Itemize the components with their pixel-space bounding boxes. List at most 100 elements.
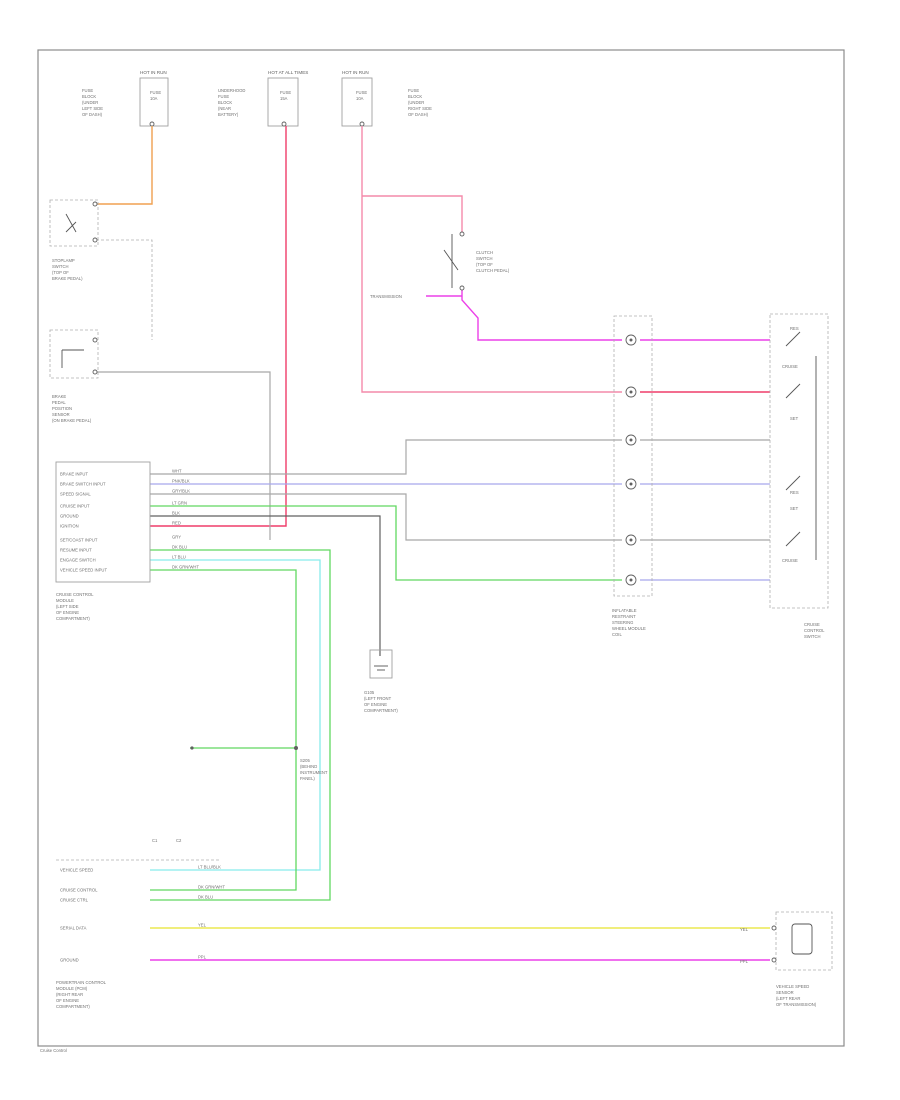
diagram-frame xyxy=(37,49,845,1047)
pcm-wire-label: LT BLU/BLK xyxy=(198,865,221,870)
svg-text:SENSOR: SENSOR xyxy=(52,412,70,417)
svg-text:(LEFT SIDE: (LEFT SIDE xyxy=(56,604,79,609)
module-pin-label: RESUME INPUT xyxy=(60,548,92,553)
ground-graphic: G105 (LEFT FRONT OF ENGINE COMPARTMENT) xyxy=(364,649,398,713)
wire-black-ground xyxy=(150,515,381,656)
svg-text:OF ENGINE: OF ENGINE xyxy=(56,610,79,615)
pcm-wire-label: PPL xyxy=(198,955,207,960)
svg-text:RESTRAINT: RESTRAINT xyxy=(612,614,636,619)
wire-pink-brake xyxy=(361,126,622,393)
module-wire-label: WHT xyxy=(172,469,182,474)
svg-text:OF DASH): OF DASH) xyxy=(408,112,429,117)
svg-text:COIL: COIL xyxy=(612,632,622,637)
svg-text:POWERTRAIN CONTROL: POWERTRAIN CONTROL xyxy=(56,980,107,985)
svg-text:YEL: YEL xyxy=(740,927,749,932)
svg-text:POSITION: POSITION xyxy=(52,406,72,411)
svg-text:FUSE: FUSE xyxy=(218,94,229,99)
svg-text:PEDAL: PEDAL xyxy=(52,400,66,405)
wire-gray-brakeswitch xyxy=(96,371,271,540)
fuse-block-center: HOT AT ALL TIMES FUSE 15A UNDERHOOD FUSE… xyxy=(218,70,308,127)
switch-position-label: RES xyxy=(790,326,799,331)
vehicle-speed-sensor: YEL PPL VEHICLE SPEED SENSOR (LEFT REAR … xyxy=(740,911,833,1007)
splice-label: S205 (BEHIND INSTRUMENT PANEL) xyxy=(300,758,328,781)
wire-green2-pcm xyxy=(150,569,297,891)
fuse-block-left: HOT IN RUN FUSE 10A FUSE BLOCK (UNDER LE… xyxy=(82,70,169,127)
module-wire-label: DK GRN/WHT xyxy=(172,565,199,570)
fuse-box-center-line: UNDERHOOD xyxy=(218,88,245,93)
svg-text:(BEHIND: (BEHIND xyxy=(300,764,317,769)
module-wire-label: RED xyxy=(172,521,181,526)
svg-text:10A: 10A xyxy=(150,96,158,101)
fuse-block-right: HOT IN RUN FUSE 10A FUSE BLOCK (UNDER RI… xyxy=(341,70,432,127)
brake-pedal-sensor-graphic: BRAKE PEDAL POSITION SENSOR (ON BRAKE PE… xyxy=(49,329,99,423)
clutch-switch-graphic: CLUTCH SWITCH (TOP OF CLUTCH PEDAL) TRAN… xyxy=(370,231,510,299)
svg-text:LEFT SIDE: LEFT SIDE xyxy=(82,106,103,111)
svg-text:(UNDER: (UNDER xyxy=(82,100,98,105)
fuse-box-left-line: FUSE xyxy=(82,88,93,93)
module-pin-label: CRUISE INPUT xyxy=(60,504,90,509)
switch-position-label: SET xyxy=(790,416,799,421)
module-wire-label: LT BLU xyxy=(172,555,186,560)
svg-text:BATTERY): BATTERY) xyxy=(218,112,239,117)
svg-text:BLOCK: BLOCK xyxy=(218,100,232,105)
module-pin-label: SET/COAST INPUT xyxy=(60,538,98,543)
svg-text:MODULE (PCM): MODULE (PCM) xyxy=(56,986,88,991)
svg-text:STOPLAMP: STOPLAMP xyxy=(52,258,75,263)
svg-text:C1: C1 xyxy=(152,838,158,843)
svg-text:BLOCK: BLOCK xyxy=(82,94,96,99)
svg-text:CLUTCH: CLUTCH xyxy=(476,250,493,255)
switch-position-label: SET xyxy=(790,506,799,511)
pcm-pin-label: GROUND xyxy=(60,958,79,963)
module-wire-label: LT GRN xyxy=(172,501,187,506)
svg-text:SWITCH: SWITCH xyxy=(804,634,821,639)
svg-text:(TOP OF: (TOP OF xyxy=(52,270,69,275)
stoplamp-switch-graphic: STOPLAMP SWITCH (TOP OF BRAKE PEDAL) xyxy=(49,199,99,281)
svg-text:OF ENGINE: OF ENGINE xyxy=(56,998,79,1003)
wire-orange xyxy=(96,126,153,205)
module-pin-label: IGNITION xyxy=(60,524,79,529)
module-wire-label: PNK/BLK xyxy=(172,479,190,484)
pcm-wire-label: DK GRN/WHT xyxy=(198,885,225,890)
fuse-label-3: HOT IN RUN xyxy=(342,70,369,75)
svg-text:CRUISE CONTROL: CRUISE CONTROL xyxy=(56,592,94,597)
svg-text:OF DASH): OF DASH) xyxy=(82,112,103,117)
wire-gray-set xyxy=(150,493,622,541)
svg-text:SENSOR: SENSOR xyxy=(776,990,794,995)
fuse-box-right-line: FUSE xyxy=(408,88,419,93)
svg-text:G105: G105 xyxy=(364,690,375,695)
svg-text:PPL: PPL xyxy=(740,959,749,964)
module-pin-label: ENGAGE SWITCH xyxy=(60,558,96,563)
clockspring: INFLATABLE RESTRAINT STEERING WHEEL MODU… xyxy=(612,315,653,637)
svg-text:SWITCH: SWITCH xyxy=(476,256,493,261)
module-pin-label: BRAKE SWITCH INPUT xyxy=(60,482,106,487)
footer-caption: Cruise Control xyxy=(40,1048,67,1053)
svg-text:VEHICLE SPEED: VEHICLE SPEED xyxy=(776,984,809,989)
svg-text:CRUISE: CRUISE xyxy=(804,622,820,627)
svg-text:MODULE: MODULE xyxy=(56,598,74,603)
module-wire-label: BLK xyxy=(172,511,180,516)
svg-text:(NEAR: (NEAR xyxy=(218,106,231,111)
cruise-control-module: BRAKE INPUT WHT BRAKE SWITCH INPUT PNK/BLK S… xyxy=(55,461,199,621)
switch-position-label: RES xyxy=(790,490,799,495)
svg-text:CONTROL: CONTROL xyxy=(804,628,825,633)
switch-position-label: CRUISE xyxy=(782,364,798,369)
svg-text:STEERING: STEERING xyxy=(612,620,633,625)
svg-text:15A: 15A xyxy=(280,96,288,101)
svg-text:(ON BRAKE PEDAL): (ON BRAKE PEDAL) xyxy=(52,418,92,423)
svg-text:FUSE: FUSE xyxy=(356,90,367,95)
switch-position-label: CRUISE xyxy=(782,558,798,563)
svg-text:S205: S205 xyxy=(300,758,310,763)
svg-text:WHEEL MODULE: WHEEL MODULE xyxy=(612,626,646,631)
module-wire-label: GRY xyxy=(172,535,181,540)
fuse-label-2: HOT AT ALL TIMES xyxy=(268,70,308,75)
wire-green-engage xyxy=(150,505,622,581)
pcm-wire-label: DK BLU xyxy=(198,895,213,900)
module-pin-label: GROUND xyxy=(60,514,79,519)
svg-text:COMPARTMENT): COMPARTMENT) xyxy=(56,616,90,621)
svg-text:(RIGHT REAR: (RIGHT REAR xyxy=(56,992,83,997)
module-pin-label: BRAKE INPUT xyxy=(60,472,88,477)
svg-text:SWITCH: SWITCH xyxy=(52,264,69,269)
